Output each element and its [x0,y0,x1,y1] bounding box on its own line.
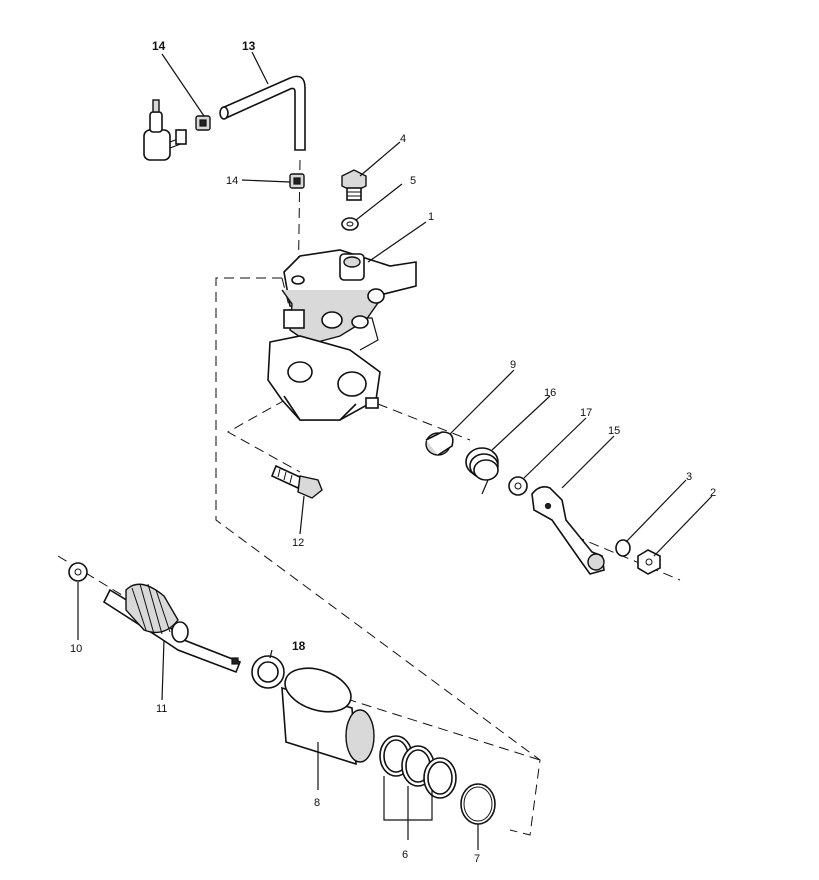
callout-7: 7 [474,853,480,865]
clamp-part-14-upper [195,115,211,131]
o-ring-part-7 [460,783,496,825]
lever-part-15 [531,486,605,575]
callout-6: 6 [402,849,408,861]
screw-part-12 [270,464,323,499]
collar-part-9 [425,431,454,456]
callout-12: 12 [292,537,304,549]
callout-11: 11 [156,703,167,715]
shims-part-6 [379,735,457,799]
seal-part-18 [251,655,285,689]
callout-2: 2 [710,487,716,499]
callout-5: 5 [410,175,416,187]
callout-15: 15 [608,425,620,437]
gear-shaft-part-11 [102,583,242,674]
bushing-part-8 [281,667,375,766]
callout-labels: 14 13 14 4 5 1 9 16 17 15 3 2 12 10 11 1… [70,39,716,865]
callout-1: 1 [428,211,434,223]
callout-14-upper: 14 [152,39,166,53]
callout-8: 8 [314,797,320,809]
hose-part-13 [219,75,306,151]
washer-part-3 [615,539,631,557]
banjo-fitting [143,99,187,161]
callout-16: 16 [544,387,556,399]
washer-part-17 [508,476,528,496]
clamp-part-14-lower [289,173,305,189]
callout-10: 10 [70,643,82,655]
spring-part-16 [465,447,499,495]
callout-14-lower: 14 [226,175,238,187]
washer-part-5 [341,217,359,231]
callout-9: 9 [510,359,516,371]
callout-17: 17 [580,407,592,419]
leader-lines [77,51,713,850]
callout-18: 18 [292,639,306,653]
callout-3: 3 [686,471,692,483]
oil-pump-body-part-1 [267,249,417,421]
callout-4: 4 [400,133,406,145]
washer-part-10 [68,562,88,582]
callout-13: 13 [242,39,256,53]
